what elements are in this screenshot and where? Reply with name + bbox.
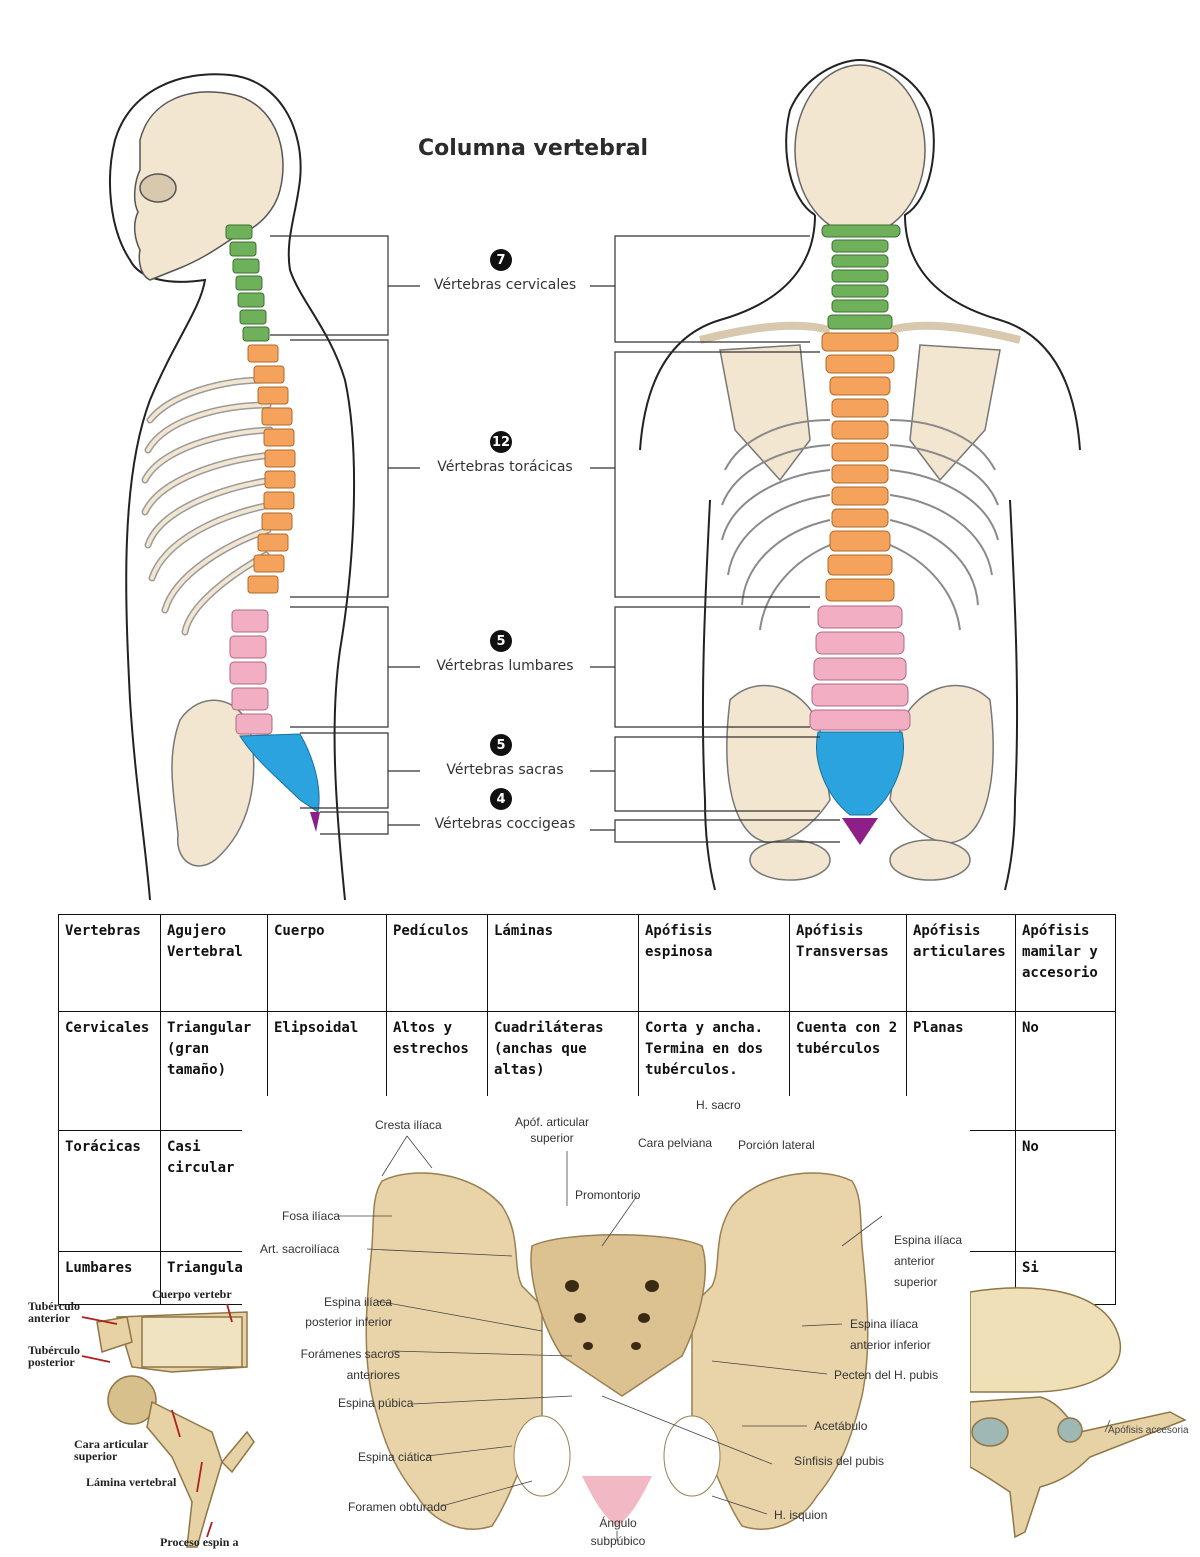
ribs-back <box>721 419 999 631</box>
cervical-label-lamina: Lámina vertebral <box>86 1475 177 1489</box>
cervical-label-tub-post: Tubérculo posterior <box>28 1343 81 1369</box>
pelvis-label-hsacro: H. sacro <box>696 1098 741 1112</box>
lumbar-vertebra-image: Apófisis accesoria <box>969 1282 1200 1553</box>
lumbar-vertebra-drawing <box>969 1287 1187 1539</box>
side-view-figure <box>109 73 356 901</box>
cervical-count-badge: 7 <box>490 249 512 271</box>
pelvis-image: Cresta ilíaca Apóf. articular superior H… <box>242 1096 970 1553</box>
header-cell: Agujero Vertebral <box>160 914 268 1012</box>
lumbar-label-accesoria: Apófisis accesoria <box>1108 1425 1189 1436</box>
pelvis-label-cara: Cara pelviana <box>638 1136 713 1150</box>
table-header-row: Vertebras Agujero Vertebral Cuerpo Pedíc… <box>58 914 1116 1012</box>
table-cell: No <box>1015 1011 1116 1131</box>
cervical-label-cara-art: Cara articular superior <box>74 1437 149 1463</box>
skull-back <box>794 64 926 236</box>
pelvis-back <box>726 684 994 881</box>
sacral-foramina <box>565 1280 659 1350</box>
lumbar-label: Vértebras lumbares <box>436 658 574 674</box>
pelvis-label-cresta: Cresta ilíaca <box>375 1118 442 1132</box>
lumbar-leader-lines <box>1104 1419 1111 1433</box>
pelvis-label-espina-ant-inf: Espina ilíaca anterior inferior <box>850 1317 931 1352</box>
pelvis-label-porcion: Porción lateral <box>738 1138 815 1152</box>
pelvis-label-espina-pubica: Espina púbica <box>338 1396 414 1410</box>
spine-back-lumbar <box>809 605 911 731</box>
table-cell: Lumbares <box>58 1251 161 1305</box>
spine-title: Columna vertebral <box>418 136 649 161</box>
thoracic-label: Vértebras torácicas <box>437 459 573 475</box>
cervical-leader-lines <box>81 1303 233 1538</box>
cervical-vertebra-image: Tubérculo anterior Cuerpo vertebr Tubérc… <box>22 1282 260 1553</box>
pelvis-drawing <box>365 1172 869 1530</box>
coccygeal-count-badge: 4 <box>490 788 512 810</box>
header-cell: Vertebras <box>58 914 161 1012</box>
obturator-foramen-right <box>663 1415 721 1497</box>
cervical-label: Vértebras cervicales <box>433 277 577 293</box>
pelvis-label-foramenes: Forámenes sacros anteriores <box>300 1347 400 1382</box>
pelvis-label-acetabulo: Acetábulo <box>814 1419 868 1433</box>
spine-side-lumbar <box>229 609 273 735</box>
pelvis-label-sinfisis: Sínfisis del pubis <box>794 1454 885 1468</box>
scapulae <box>699 321 1021 482</box>
pelvis-label-foramen-obt: Foramen obturado <box>348 1500 447 1514</box>
pelvis-label-art: Art. sacroilíaca <box>260 1242 340 1256</box>
cervical-label-proceso: Proceso espin a <box>160 1535 239 1549</box>
pelvis-label-fosa: Fosa ilíaca <box>282 1209 341 1223</box>
ribs-side-fill <box>143 378 274 634</box>
pelvis-label-angulo: Ángulo subpúbico <box>590 1516 646 1548</box>
thoracic-count-badge: 12 <box>490 431 512 453</box>
pelvis-leader-lines <box>337 1135 883 1541</box>
lumbar-count-badge: 5 <box>490 630 512 652</box>
pelvis-label-promontorio: Promontorio <box>575 1188 641 1202</box>
skull-side <box>133 91 284 281</box>
spine-side-thoracic <box>247 344 296 594</box>
spine-back-coccyx <box>842 818 878 845</box>
header-cell: Pedículos <box>386 914 488 1012</box>
header-cell: Apófisis espinosa <box>638 914 790 1012</box>
region-brackets <box>270 235 840 843</box>
header-cell: Cuerpo <box>267 914 387 1012</box>
spine-side-cervical <box>225 224 270 342</box>
pelvis-label-espina-ant-sup: Espina ilíaca anterior superior <box>894 1233 963 1289</box>
table-cell: No <box>1015 1130 1116 1252</box>
spine-side-coccyx <box>310 812 320 832</box>
cervical-label-cuerpo: Cuerpo vertebr <box>152 1287 232 1301</box>
table-cell: Torácicas <box>58 1130 161 1252</box>
sacral-count-badge: 5 <box>490 734 512 756</box>
coccygeal-label: Vértebras coccigeas <box>434 816 576 832</box>
subpubic-angle <box>582 1476 652 1526</box>
header-cell: Apófisis Transversas <box>789 914 907 1012</box>
back-view-figure <box>639 58 1081 891</box>
cervical-vertebra-drawing <box>96 1311 255 1548</box>
sacral-label: Vértebras sacras <box>446 762 564 778</box>
spine-illustration <box>109 58 1081 901</box>
cervical-label-tub-ant: Tubérculo anterior <box>28 1299 81 1325</box>
header-cell: Apófisis articulares <box>906 914 1016 1012</box>
pelvis-label-espina-ciatica: Espina ciática <box>358 1450 433 1464</box>
header-cell: Láminas <box>487 914 639 1012</box>
spine-back-cervical <box>821 224 901 330</box>
pelvis-label-isquion: H. isquion <box>774 1508 828 1522</box>
pelvis-label-apof: Apóf. articular superior <box>514 1115 590 1145</box>
table-cell: Cervicales <box>58 1011 161 1131</box>
header-cell: Apófisis mamilar y accesorio <box>1015 914 1116 1012</box>
spine-back-thoracic <box>821 332 899 602</box>
obturator-foramen-left <box>513 1415 571 1497</box>
spine-back-sacrum <box>816 731 904 816</box>
pelvis-label-pecten: Pecten del H. pubis <box>834 1368 939 1382</box>
pelvis-label-espina-post-inf: Espina ilíaca posterior inferior <box>305 1295 392 1329</box>
